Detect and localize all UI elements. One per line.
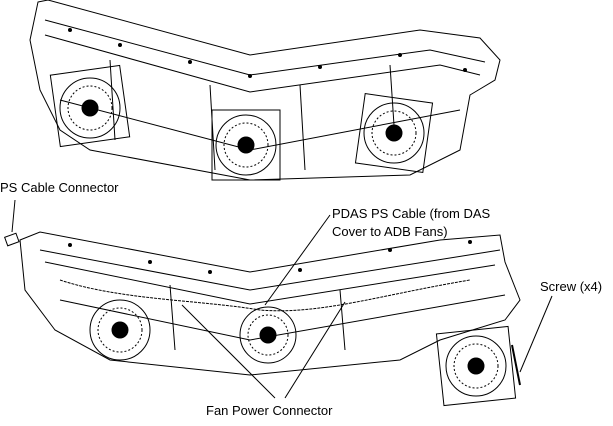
pdas-cable-label-line2: Cover to ADB Fans) — [332, 224, 448, 239]
upper-fan-2 — [211, 109, 281, 181]
screw-label: Screw (x4) — [540, 279, 603, 294]
fan-power-connector-label: Fan Power Connector — [206, 403, 333, 418]
detached-fan — [435, 325, 521, 407]
upper-fan-1 — [49, 64, 131, 148]
ps-cable-connector-label: PS Cable Connector — [0, 180, 119, 195]
pdas-cable-label-line1: PDAS PS Cable (from DAS — [332, 206, 491, 221]
lower-fan-bracket-assembly — [19, 231, 521, 376]
upper-fan-bracket-assembly — [29, 0, 501, 181]
upper-fan-3 — [354, 93, 434, 173]
lower-fan-2 — [239, 306, 297, 364]
ps-cable-connector — [4, 199, 20, 247]
screw-leader — [519, 295, 553, 373]
fan-power-leader-2 — [284, 301, 346, 399]
pdas-cable-leader — [264, 214, 331, 306]
lower-fan-1 — [89, 299, 151, 361]
fan-power-leader-1 — [181, 304, 276, 399]
